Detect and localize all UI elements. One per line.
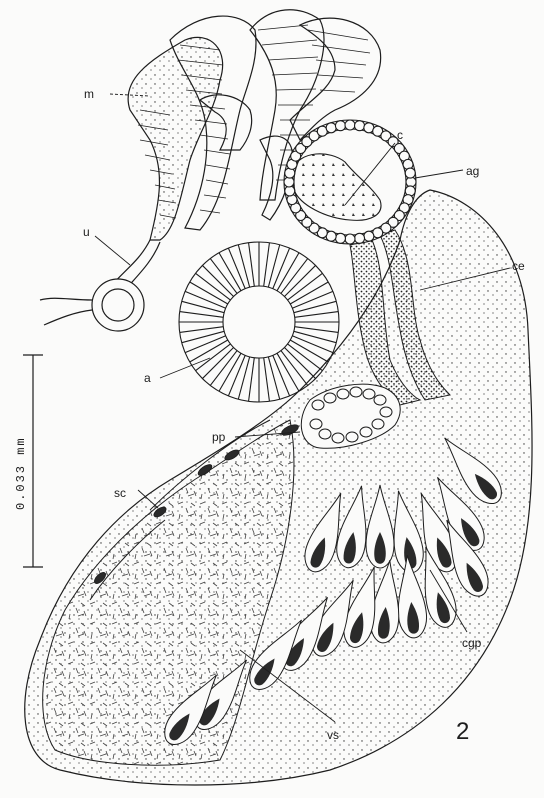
cell — [350, 387, 362, 397]
label-ag: ag — [466, 164, 479, 178]
label-m: m — [84, 87, 94, 101]
cell — [335, 121, 345, 131]
cell — [324, 393, 336, 403]
cell — [380, 407, 392, 417]
cell — [310, 419, 322, 429]
cell — [337, 389, 349, 399]
cell — [345, 120, 355, 130]
label-u: u — [83, 225, 90, 239]
label-pp: pp — [212, 430, 226, 444]
cell — [335, 233, 345, 243]
cell — [405, 168, 415, 178]
cell — [326, 123, 336, 133]
cell — [355, 121, 365, 131]
leader-u — [95, 236, 130, 265]
cell — [345, 234, 355, 244]
cell — [355, 233, 365, 243]
label-sc: sc — [114, 486, 126, 500]
scale-bar: 0.033 mm — [14, 355, 43, 567]
cell — [364, 231, 374, 241]
scale-bar-label: 0.033 mm — [14, 436, 28, 510]
cell — [312, 400, 324, 410]
label-c: c — [397, 128, 403, 142]
label-cgp: cgp — [462, 636, 482, 650]
cell — [363, 389, 375, 399]
cell — [346, 432, 358, 442]
label-vs: vs — [327, 728, 339, 742]
cell — [374, 395, 386, 405]
label-ce: ce — [512, 259, 525, 273]
cell — [319, 429, 331, 439]
cell — [360, 427, 372, 437]
duct-u — [40, 240, 160, 331]
leader-ag — [415, 170, 463, 178]
cell — [332, 433, 344, 443]
figure-number: 2 — [456, 718, 469, 745]
cell — [372, 419, 384, 429]
label-a: a — [144, 371, 151, 385]
